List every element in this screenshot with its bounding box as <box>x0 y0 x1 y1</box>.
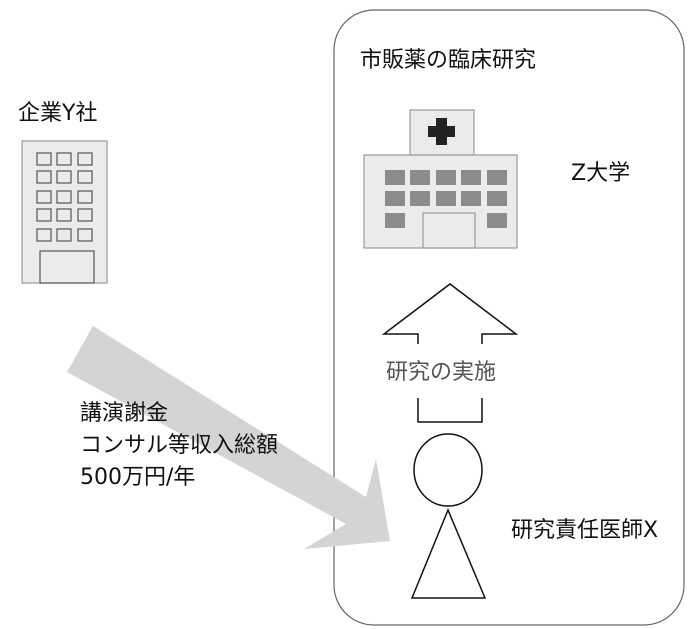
physician-icon <box>410 433 487 599</box>
payment-arrow <box>67 326 390 549</box>
study-box <box>333 9 685 626</box>
hospital-building-icon <box>363 109 518 249</box>
research-arrow-label: 研究の実施 <box>386 360 497 385</box>
payment-label-line3: 500万円/年 <box>80 465 196 490</box>
company-name: 企業Y社 <box>18 101 98 126</box>
research-arrow <box>381 283 519 423</box>
medical-cross-icon <box>428 118 455 145</box>
payment-label-line2: コンサル等収入総額 <box>80 433 279 458</box>
university-name: Z大学 <box>571 161 631 186</box>
study-box-title: 市販薬の臨床研究 <box>360 48 537 73</box>
company-building-icon <box>21 140 108 284</box>
physician-label: 研究責任医師X <box>511 518 659 543</box>
payment-label-line1: 講演謝金 <box>80 401 169 426</box>
